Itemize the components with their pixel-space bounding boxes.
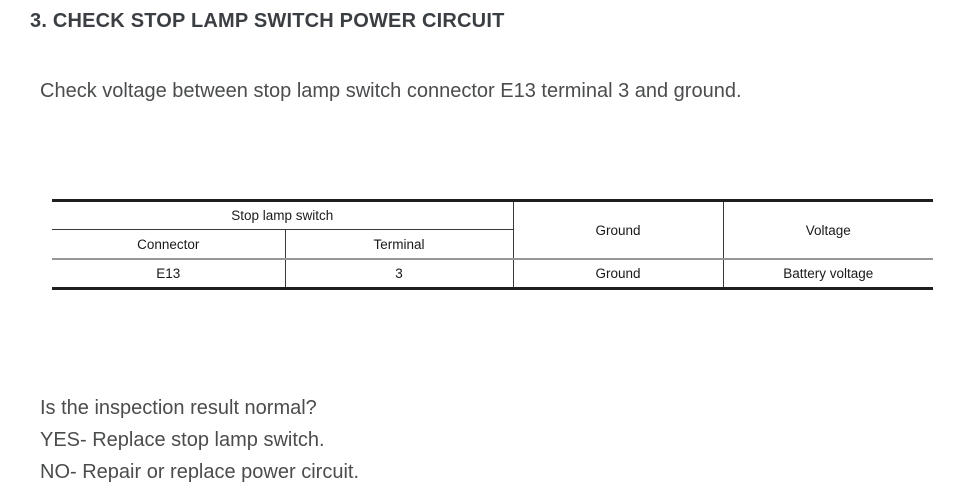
result-block: Is the inspection result normal? YES- Re…	[40, 392, 359, 488]
table-header-terminal: Terminal	[284, 229, 514, 259]
table-header-voltage: Voltage	[722, 200, 934, 259]
result-yes-action: YES- Replace stop lamp switch.	[40, 429, 325, 451]
instruction-text: Check voltage between stop lamp switch c…	[40, 80, 742, 102]
table-group-header-stop-lamp-switch: Stop lamp switch	[52, 200, 514, 230]
table-row: Connector Terminal	[52, 229, 933, 259]
measurement-table: Stop lamp switch Ground Voltage Connecto…	[52, 199, 934, 290]
table-cell-ground: Ground	[512, 258, 724, 289]
table-header-connector: Connector	[137, 236, 200, 252]
result-question: Is the inspection result normal?	[40, 397, 317, 419]
result-no-action: NO- Repair or replace power circuit.	[40, 461, 359, 483]
table-cell-voltage: Battery voltage	[722, 258, 934, 289]
step-heading: 3. CHECK STOP LAMP SWITCH POWER CIRCUIT	[30, 10, 505, 32]
table-row: Stop lamp switch Ground Voltage	[52, 200, 934, 259]
table-row: E13 3 Ground Battery voltage	[52, 258, 934, 289]
table-cell-terminal: 3	[284, 258, 514, 289]
table-header-ground: Ground	[512, 200, 724, 259]
table-cell-connector: E13	[52, 258, 285, 289]
